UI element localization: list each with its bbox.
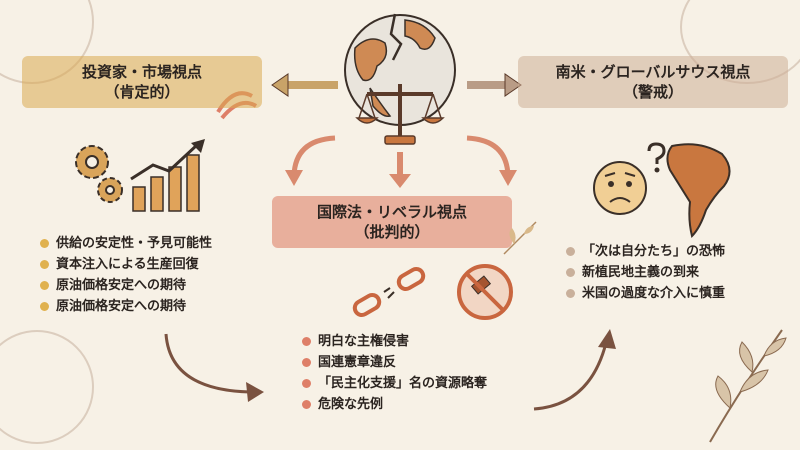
intl-law-points: 明白な主権侵害 国連憲章違反 「民主化支援」名の資源略奪 危険な先例 bbox=[302, 331, 487, 415]
broken-chain-icon bbox=[352, 267, 426, 317]
leaf-icon bbox=[503, 221, 537, 255]
global-south-title: 南米・グローバルサウス視点 bbox=[555, 63, 751, 81]
investor-points: 供給の安定性・予見可能性 資本注入による生産回復 原油価格安定への期待 原油価格… bbox=[40, 233, 212, 317]
question-mark-icon bbox=[647, 142, 666, 173]
bullet-dot bbox=[302, 400, 311, 409]
list-item: 米国の過度な介入に慎重 bbox=[566, 283, 725, 304]
intl-law-title: 国際法・リベラル視点 bbox=[316, 203, 467, 221]
bullet-dot bbox=[566, 289, 575, 298]
list-item: 明白な主権侵害 bbox=[302, 331, 487, 352]
arrow-to-right bbox=[467, 73, 522, 97]
list-item: 国連憲章違反 bbox=[302, 352, 487, 373]
cracked-globe-icon bbox=[344, 13, 456, 126]
coffee-stain bbox=[0, 330, 94, 444]
list-item: 供給の安定性・予見可能性 bbox=[40, 233, 212, 254]
scales-icon bbox=[355, 84, 445, 145]
no-gavel-icon bbox=[457, 264, 513, 320]
rising-bar-chart-icon bbox=[130, 139, 205, 212]
bullet-dot bbox=[40, 239, 49, 248]
bullet-dot bbox=[302, 379, 311, 388]
list-item: 資本注入による生産回復 bbox=[40, 254, 212, 275]
investor-title: 投資家・市場視点 bbox=[81, 63, 202, 81]
list-item: 原油価格安定への期待 bbox=[40, 275, 212, 296]
bullet-dot bbox=[302, 337, 311, 346]
list-item: 原油価格安定への期待 bbox=[40, 296, 212, 317]
list-item: 「次は自分たち」の恐怖 bbox=[566, 241, 725, 262]
investor-heading: 投資家・市場視点 （肯定的） bbox=[22, 56, 262, 108]
global-south-subtitle: （警戒） bbox=[622, 83, 683, 101]
bullet-dot bbox=[40, 260, 49, 269]
gears-icon bbox=[75, 145, 123, 203]
global-south-heading: 南米・グローバルサウス視点 （警戒） bbox=[518, 56, 788, 108]
curved-arrow-right bbox=[466, 135, 517, 186]
list-item: 「民主化支援」名の資源略奪 bbox=[302, 373, 487, 394]
bullet-dot bbox=[566, 268, 575, 277]
global-south-points: 「次は自分たち」の恐怖 新植民地主義の到来 米国の過度な介入に慎重 bbox=[566, 241, 725, 304]
bullet-dot bbox=[40, 281, 49, 290]
bullet-dot bbox=[40, 302, 49, 311]
list-item: 新植民地主義の到来 bbox=[566, 262, 725, 283]
intl-law-heading: 国際法・リベラル視点 （批判的） bbox=[272, 196, 512, 248]
curved-arrow-left bbox=[285, 135, 336, 186]
south-america-map-icon bbox=[666, 143, 731, 238]
worried-face-icon bbox=[593, 161, 647, 215]
arrow-to-left bbox=[271, 73, 338, 97]
flow-arrow-down-right bbox=[164, 333, 264, 402]
arrow-to-center bbox=[389, 152, 411, 188]
intl-law-subtitle: （批判的） bbox=[354, 223, 430, 241]
investor-subtitle: （肯定的） bbox=[104, 83, 180, 101]
bullet-dot bbox=[302, 358, 311, 367]
list-item: 危険な先例 bbox=[302, 394, 487, 415]
flow-arrow-up-right bbox=[533, 329, 616, 411]
leaf-icon bbox=[709, 329, 787, 443]
bullet-dot bbox=[566, 247, 575, 256]
